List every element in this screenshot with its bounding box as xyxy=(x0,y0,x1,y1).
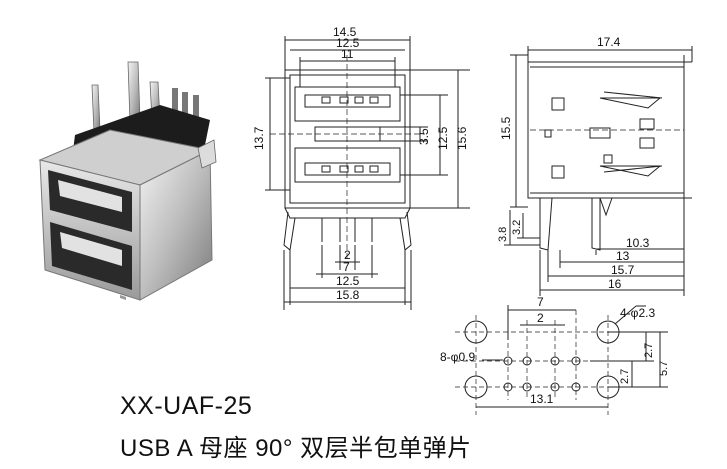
dim-row-span-7: 7 xyxy=(537,295,544,309)
dim-length-16: 16 xyxy=(608,277,622,291)
dim-length-17-4: 17.4 xyxy=(597,35,621,49)
dim-height-15-6: 15.6 xyxy=(455,126,469,150)
product-description: USB A 母座 90° 双层半包单弹片 xyxy=(120,435,472,462)
dim-height-12-5: 12.5 xyxy=(436,126,450,150)
callout-signal-holes: 8-φ0.9 xyxy=(440,350,475,364)
dim-length-13: 13 xyxy=(616,249,630,263)
dim-length-10-3: 10.3 xyxy=(626,236,650,250)
dim-hole-span-13-1: 13.1 xyxy=(530,392,554,406)
dim-height-3-5: 3.5 xyxy=(417,128,431,145)
connector-photo xyxy=(38,61,217,301)
dim-base-width: 15.8 xyxy=(336,288,360,302)
dim-pin-span: 7 xyxy=(343,260,350,274)
dim-width-mid: 12.5 xyxy=(336,36,360,50)
side-view-labels: 17.4 15.5 3.8 3.2 10.3 13 15.7 16 xyxy=(497,35,650,291)
dim-pin-pitch: 2 xyxy=(344,248,351,262)
dim-pitch-2: 2 xyxy=(537,311,544,325)
dim-width-inner: 11 xyxy=(341,47,354,61)
front-view-labels: 14.5 12.5 11 13.7 15.6 12.5 3.5 2 7 12.5… xyxy=(252,25,469,302)
dim-height-13-7: 13.7 xyxy=(252,126,266,150)
dim-leg-3-2: 3.2 xyxy=(511,220,523,235)
dim-row-gap-2-7a: 2.7 xyxy=(643,343,655,358)
front-view xyxy=(265,36,470,310)
footprint xyxy=(455,305,668,415)
side-view xyxy=(504,46,693,296)
footprint-labels: 7 2 13.1 2.7 2.7 5.7 4-φ2.3 8-φ0.9 xyxy=(440,295,670,406)
dim-row-gap-2-7b: 2.7 xyxy=(619,369,631,384)
dim-leg-3-8: 3.8 xyxy=(497,227,509,242)
model-code: XX-UAF-25 xyxy=(120,392,253,420)
callout-mount-holes: 4-φ2.3 xyxy=(620,306,655,320)
dim-width-outer: 14.5 xyxy=(333,25,357,39)
dim-leg-span: 12.5 xyxy=(336,274,360,288)
dim-height-15-5: 15.5 xyxy=(499,116,513,140)
dim-length-15-7: 15.7 xyxy=(611,263,635,277)
dim-hole-height-5-7: 5.7 xyxy=(658,361,670,376)
